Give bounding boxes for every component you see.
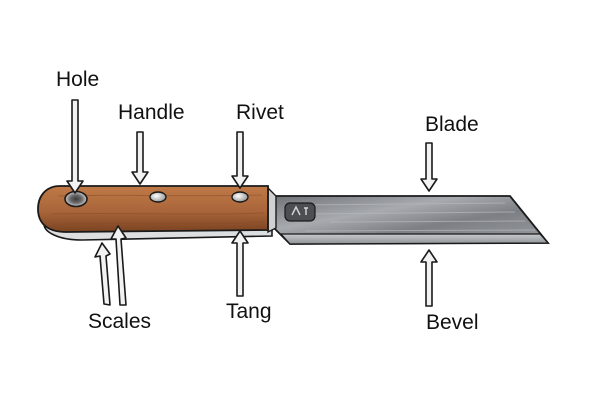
label-blade: Blade [425,113,479,136]
blade-arrow [420,142,438,192]
rivet-arrow [231,131,249,189]
bolster [267,186,277,234]
rivet-2 [231,191,249,203]
scales-arrow-right [110,225,127,306]
label-rivet: Rivet [236,101,284,124]
bevel-arrow [420,249,438,307]
bevel [279,233,550,245]
handle-arrow [131,131,149,185]
hole [64,190,88,208]
rivet-1 [149,191,167,203]
label-handle: Handle [118,101,185,124]
label-scales: Scales [88,310,151,333]
wonkee-donkee-mark-icon [284,202,316,222]
label-tang: Tang [226,300,272,323]
label-bevel: Bevel [426,311,479,334]
knife [37,185,550,245]
tang-arrow [231,230,249,297]
hole-arrow [66,99,84,194]
arrows [66,99,438,307]
label-hole: Hole [56,68,99,91]
scales-arrow-left [94,242,111,306]
handle [37,185,269,233]
